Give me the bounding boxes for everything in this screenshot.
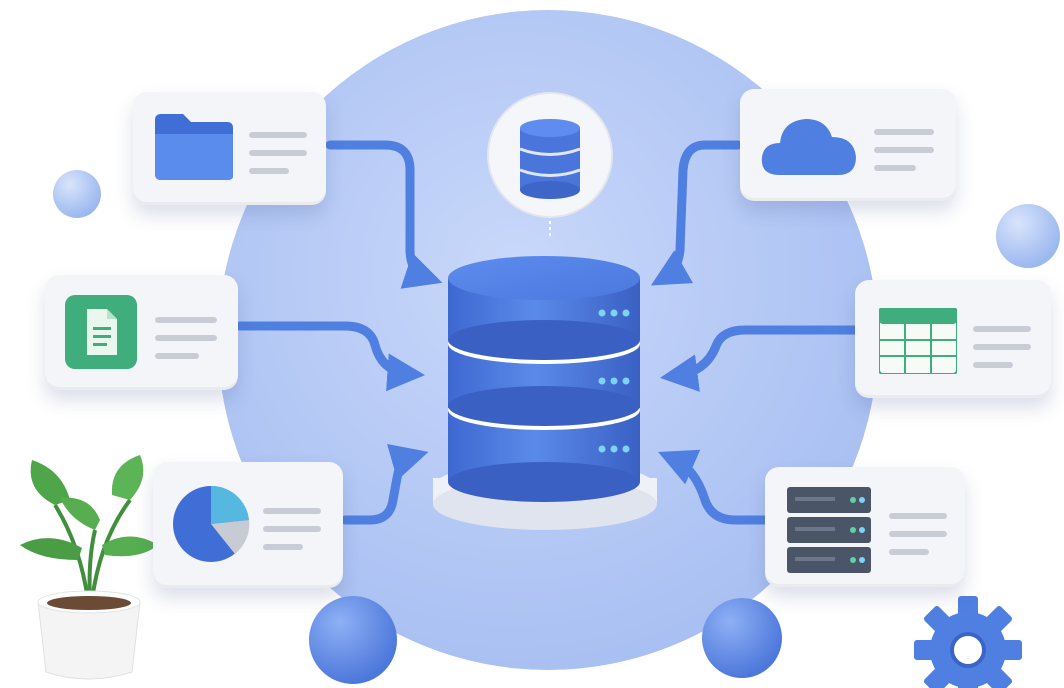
placeholder-text-lines (889, 513, 947, 567)
folder-icon (155, 114, 233, 180)
card-folder (133, 92, 326, 205)
database-icon (519, 119, 581, 199)
placeholder-text-lines (263, 508, 321, 562)
gear-icon (914, 596, 1022, 688)
pie-chart-icon (173, 485, 250, 562)
central-database (433, 256, 657, 530)
sphere-decor-bottom-right (702, 598, 782, 678)
arrow-piechart-to-db (340, 444, 429, 525)
spreadsheet-icon (879, 308, 957, 374)
document-icon (65, 295, 137, 369)
placeholder-text-lines (155, 317, 217, 371)
sphere-decor-top-left (53, 170, 101, 218)
card-server-rack (765, 467, 965, 587)
cloud-icon (761, 119, 856, 175)
connector-arrows (235, 140, 860, 525)
card-pie-chart (153, 462, 343, 588)
card-document (45, 275, 238, 390)
placeholder-text-lines (249, 132, 307, 186)
arrow-folder-to-db (325, 140, 443, 289)
placeholder-text-lines (973, 326, 1031, 380)
placeholder-text-lines (874, 129, 934, 183)
plant-icon (20, 455, 158, 680)
arrow-spreadsheet-to-db (660, 325, 860, 392)
arrow-server-to-db (658, 449, 770, 525)
database-tier-1 (448, 256, 640, 360)
sphere-decor-right (996, 204, 1060, 268)
arrow-cloud-to-db (650, 140, 743, 286)
arrow-document-to-db (235, 321, 426, 392)
server-rack-icon (787, 487, 871, 573)
card-cloud (740, 89, 956, 201)
sphere-decor-bottom-left (309, 596, 397, 684)
card-spreadsheet (855, 280, 1051, 398)
top-database-badge (487, 92, 613, 238)
